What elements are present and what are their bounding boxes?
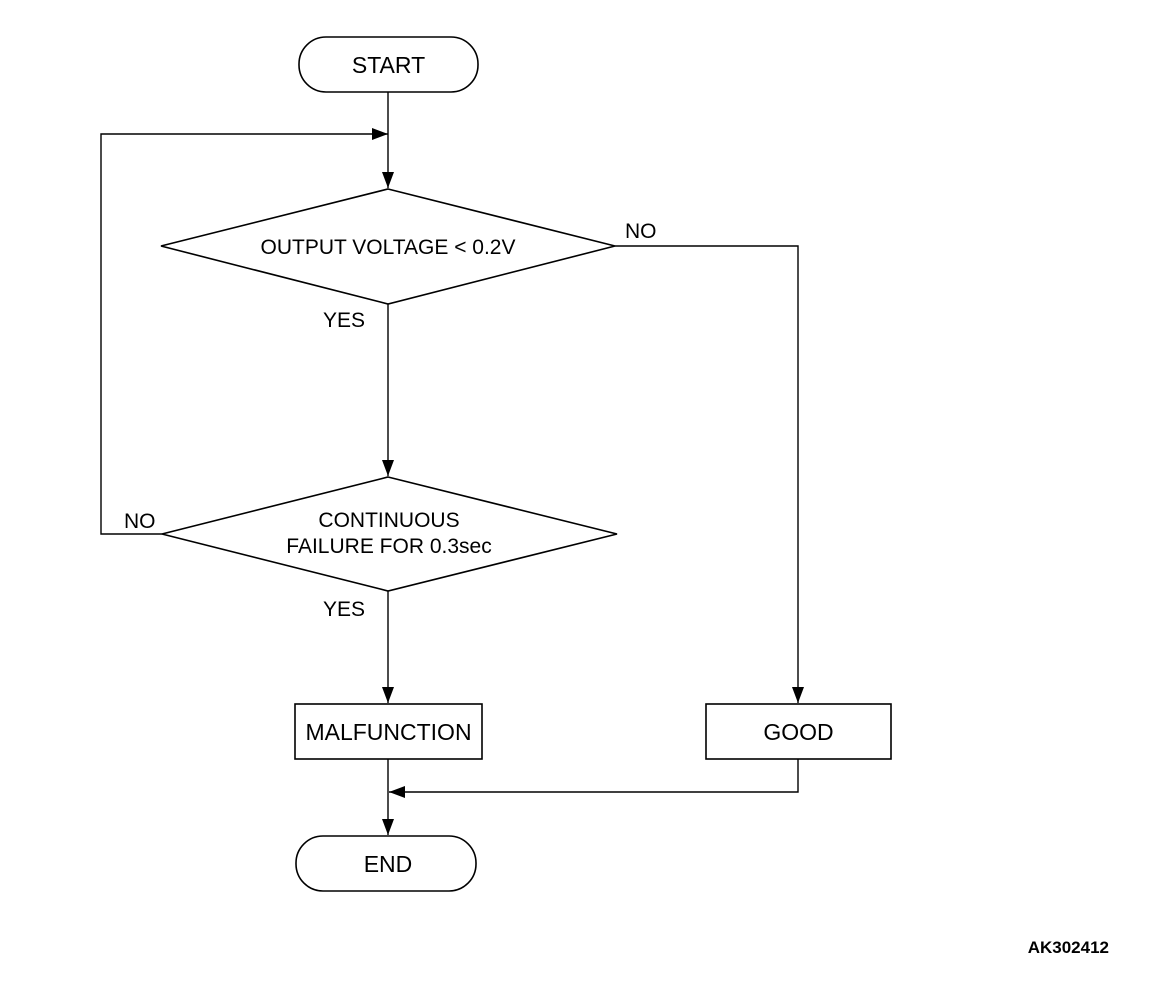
good-label: GOOD [763, 719, 833, 745]
connector-good-to-merge [389, 759, 799, 798]
end-node: END [295, 835, 477, 892]
good-node: GOOD [705, 703, 892, 760]
decision2-no-label: NO [124, 510, 156, 533]
connector-loop-back [100, 128, 388, 535]
start-node: START [298, 36, 479, 93]
decision2-yes-label: YES [323, 598, 365, 621]
connector-decision1-to-good [615, 245, 804, 703]
malfunction-label: MALFUNCTION [305, 719, 471, 745]
decision1-no-label: NO [625, 220, 657, 243]
decision2-label-line2: FAILURE FOR 0.3sec [286, 535, 491, 558]
end-label: END [364, 851, 413, 877]
decision2-label-line1: CONTINUOUS [318, 509, 459, 532]
figure-code: AK302412 [1028, 938, 1109, 957]
malfunction-node: MALFUNCTION [294, 703, 483, 760]
decision-output-voltage: OUTPUT VOLTAGE < 0.2V [160, 188, 616, 305]
start-label: START [352, 52, 425, 78]
decision-continuous-failure: CONTINUOUS FAILURE FOR 0.3sec [161, 476, 618, 592]
decision1-label: OUTPUT VOLTAGE < 0.2V [261, 236, 516, 259]
decision1-yes-label: YES [323, 309, 365, 332]
